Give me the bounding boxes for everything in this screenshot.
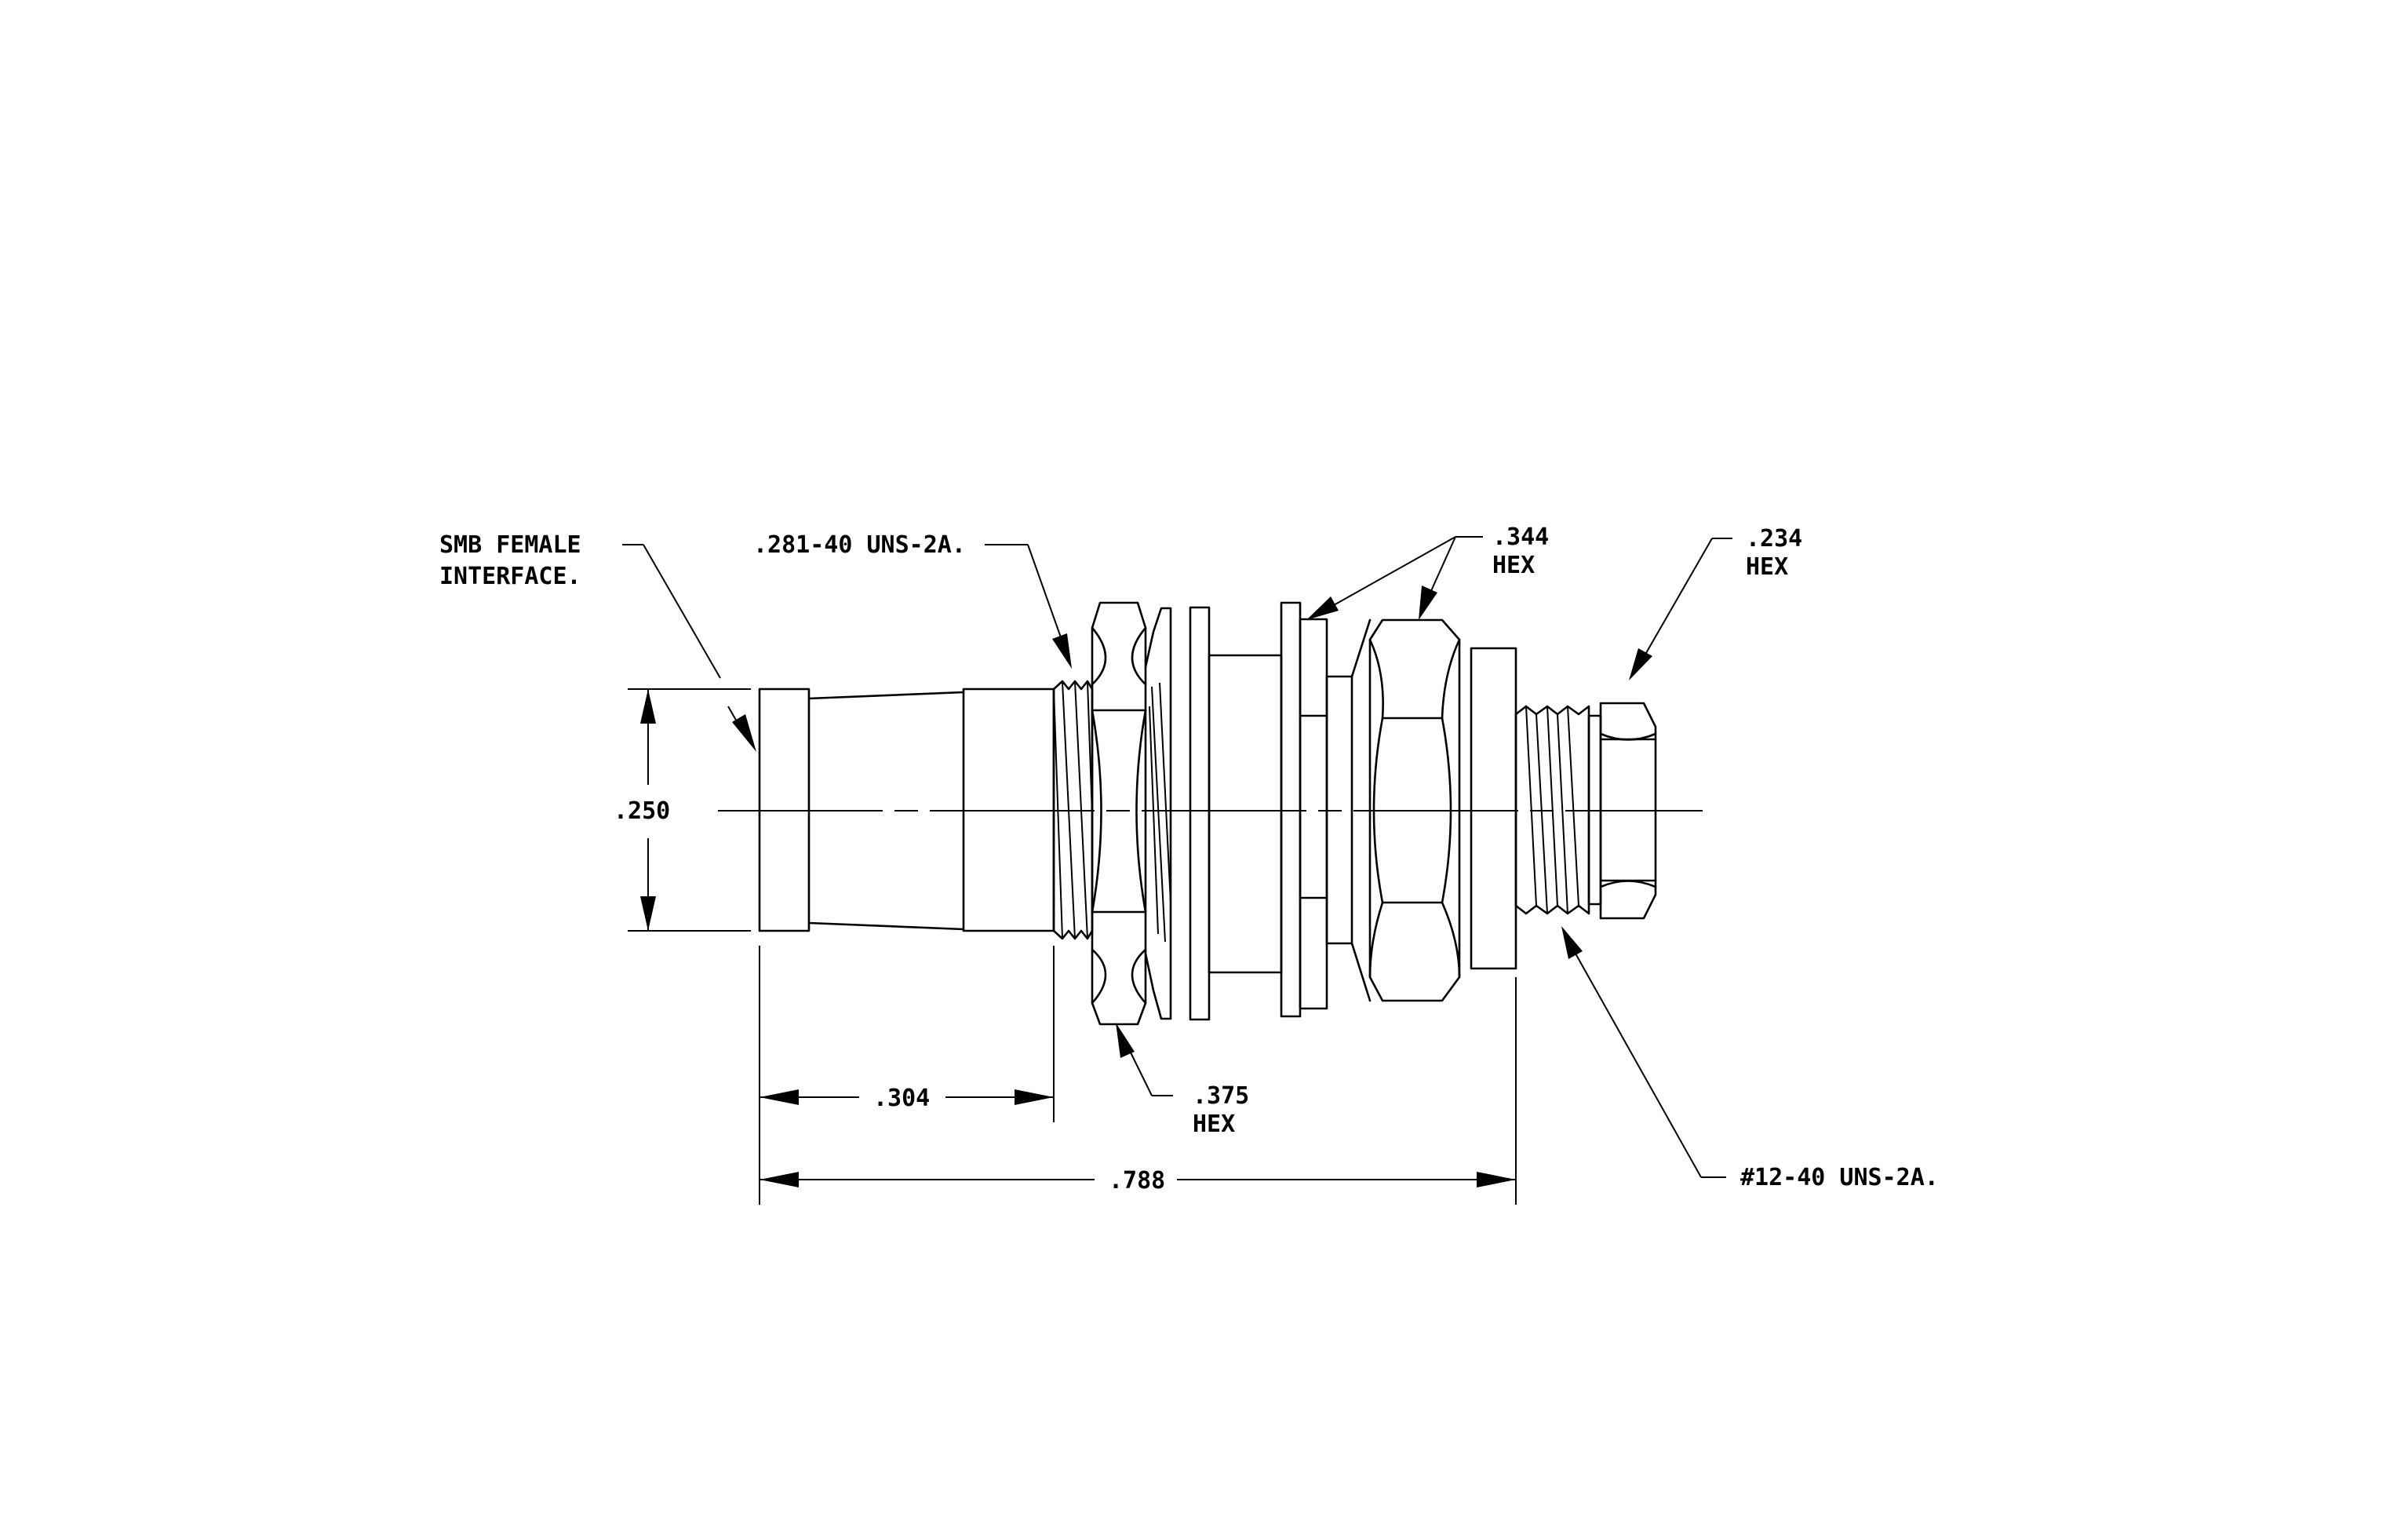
leader-thread-12-40	[1561, 926, 1726, 1178]
hex-nut-375	[1091, 601, 1147, 1026]
hex-375-unit: HEX	[1193, 1111, 1235, 1138]
hex-234-unit: HEX	[1746, 553, 1788, 581]
thread-281-label: .281-40 UNS-2A.	[753, 531, 966, 559]
leader-hex-344	[1306, 536, 1483, 620]
smb-interface-label-2: INTERFACE.	[439, 563, 581, 590]
dim-788	[760, 977, 1517, 1205]
mounting-flange	[1280, 601, 1302, 1018]
thread-12-40-label: #12-40 UNS-2A.	[1740, 1164, 1939, 1191]
hex-234-size: .234	[1746, 525, 1802, 553]
flat-washer	[1189, 606, 1211, 1021]
dim-250-label: .250	[614, 797, 670, 825]
dim-788-label: .788	[1109, 1167, 1165, 1195]
body-hex-344	[1299, 618, 1328, 1010]
dim-304	[759, 946, 1055, 1205]
smb-interface-tip	[758, 688, 811, 932]
dim-250	[628, 688, 751, 932]
smb-interface-label-1: SMB FEMALE	[439, 531, 581, 559]
rear-sleeve	[1470, 647, 1517, 970]
rear-hex-234	[1587, 702, 1657, 920]
hex-375-size: .375	[1193, 1082, 1249, 1110]
leader-hex-234	[1629, 538, 1732, 680]
rear-hex-nut	[1368, 618, 1461, 1002]
hex-344-unit: HEX	[1492, 552, 1535, 579]
leader-smb-interface	[622, 544, 756, 752]
lock-washer	[1144, 607, 1172, 1020]
transition-shoulder	[1325, 618, 1372, 1002]
body-barrel	[1208, 654, 1283, 974]
hex-344-size: .344	[1492, 523, 1549, 551]
leader-thread-281	[985, 544, 1072, 669]
small-thread	[1514, 705, 1590, 915]
dim-304-label: .304	[873, 1085, 930, 1112]
leader-hex-375	[1116, 1023, 1173, 1096]
